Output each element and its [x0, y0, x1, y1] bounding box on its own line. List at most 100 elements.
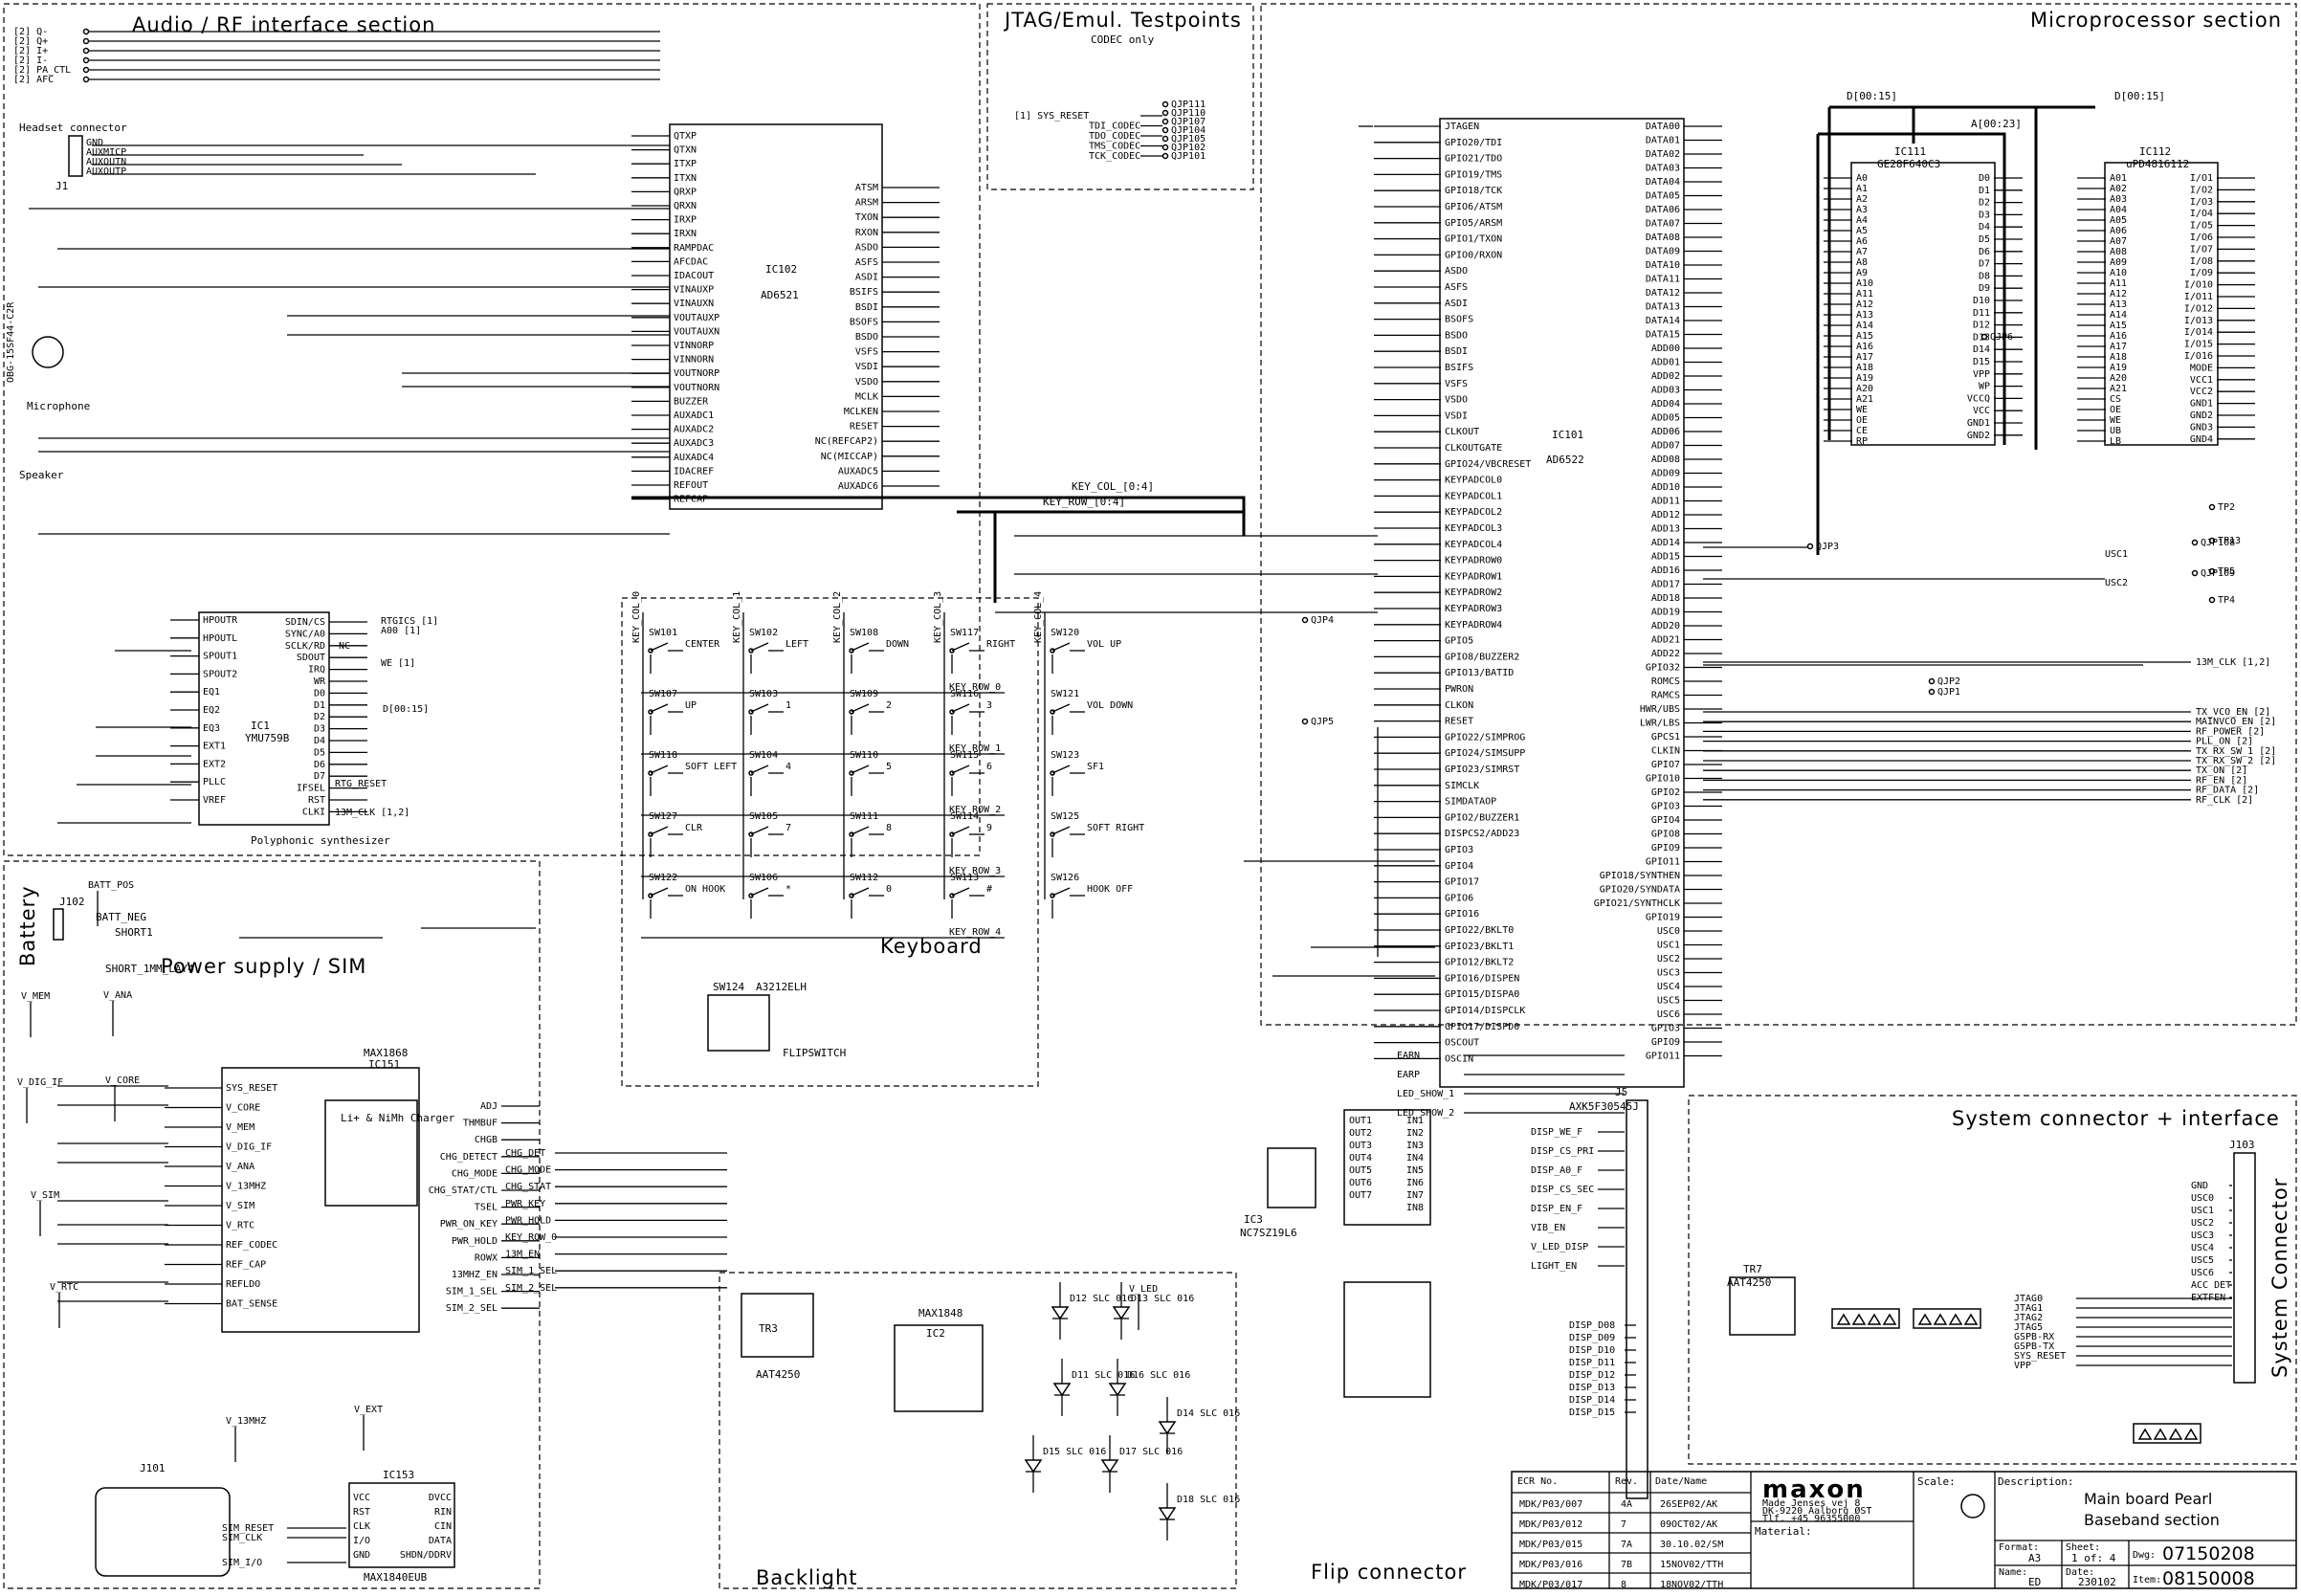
pin-label: ROWX — [475, 1252, 498, 1263]
flip-pin: IN8 — [1406, 1203, 1424, 1213]
pin-label: ASFS — [1445, 282, 1468, 293]
pin-label: JTAGEN — [1445, 122, 1479, 132]
ic1-left-pins: HPOUTRHPOUTLSPOUT1SPOUT2EQ1EQ2EQ3EXT1EXT… — [170, 615, 238, 806]
key-ref: SW118 — [649, 750, 677, 761]
ic102-right-pins: ATSMARSMTXONRXONASDOASFSASDIBSIFSBSDIBSO… — [815, 183, 940, 492]
pin-label: A1 — [1856, 184, 1868, 194]
pin-label: I/O2 — [2190, 185, 2213, 195]
key-col-label: KEY_COL_3 — [933, 591, 943, 643]
flip-pin: OUT7 — [1349, 1190, 1372, 1201]
key-ref: SW127 — [649, 811, 677, 822]
tr3-ref: TR3 — [759, 1322, 778, 1335]
pin-label: I/O7 — [2190, 244, 2213, 255]
key-ref: SW105 — [749, 811, 778, 822]
pin-label: D8 — [1979, 271, 1990, 281]
ic102-ref: IC102 — [765, 263, 797, 276]
pin-label: DATA03 — [1646, 164, 1680, 174]
sim-net: SIM_CLK — [222, 1533, 262, 1543]
flip-pin: OUT5 — [1349, 1165, 1372, 1176]
key-row-bus — [957, 510, 1244, 603]
pin-label: AUXADC3 — [674, 438, 714, 449]
pin-label: A03 — [2110, 194, 2127, 205]
pin-label: BSDI — [855, 302, 878, 313]
pin-label: D9 — [1979, 283, 1990, 294]
key-ref: SW104 — [749, 750, 778, 761]
sysconn-net: USC5 — [2191, 1255, 2214, 1266]
pin-label: DATA13 — [1646, 302, 1680, 313]
key-row-label: KEY_ROW_1 — [949, 743, 1001, 754]
pin-label: OSCOUT — [1445, 1038, 1479, 1049]
pin-label: ADD16 — [1651, 565, 1680, 576]
headset-connector — [68, 135, 83, 177]
description-line-1: Main board Pearl — [2084, 1490, 2212, 1508]
tr7-part: AAT4250 — [1727, 1276, 1771, 1289]
pin-label: ADD09 — [1651, 469, 1680, 479]
key-ref: SW109 — [850, 689, 878, 699]
j5-part: AXK5F30545J — [1569, 1100, 1639, 1113]
pin-label: A21 — [1856, 394, 1873, 405]
ic153-pin: SHDN/DDRV — [400, 1550, 452, 1561]
pin-label: DATA00 — [1646, 122, 1680, 132]
power-net: PWR_HOLD — [505, 1215, 551, 1226]
led-ref: D18 SLC 016 — [1177, 1495, 1240, 1505]
pin-label: A14 — [2110, 310, 2127, 321]
pin-label: AFCDAC — [674, 256, 708, 267]
codec-only-note: CODEC only — [1091, 33, 1155, 46]
pin-label: USC4 — [1657, 982, 1680, 992]
audio-input-label: [2] PA_CTL — [13, 65, 71, 76]
power-wiring: V_ANAV_COREV_DIG_IFV_MEMV_RTCV_SIMV_13MH… — [17, 880, 1158, 1462]
backlight-section-border — [719, 1272, 1237, 1589]
pin-label: DATA09 — [1646, 247, 1680, 257]
keypad-row-labels: KEY_ROW_0KEY_ROW_1KEY_ROW_2KEY_ROW_3KEY_… — [631, 591, 1046, 939]
pin-label: SYS_RESET — [226, 1083, 277, 1094]
pin-label: VOUTAUXN — [674, 326, 719, 337]
flip-net: DISP_D15 — [1569, 1408, 1615, 1418]
sysconn-net: USC0 — [2191, 1193, 2214, 1204]
backlight-section-title: Backlight — [756, 1566, 858, 1589]
pin-label: A11 — [1856, 289, 1873, 299]
ic112-right-pins: I/O1I/O2I/O3I/O4I/O5I/O6I/O7I/O8I/O9I/O1… — [2184, 173, 2255, 445]
pin-label: A04 — [2110, 205, 2127, 215]
pin-label: GPIO16/DISPEN — [1445, 973, 1519, 984]
pin-label: VINAUXP — [674, 285, 714, 296]
key-ref: SW125 — [1051, 811, 1079, 822]
microphone-symbol — [32, 336, 64, 368]
pin-label: A2 — [1856, 194, 1868, 205]
keyboard-section-title: Keyboard — [880, 935, 983, 958]
flip-pin: IN2 — [1406, 1128, 1424, 1139]
pin-label: HPOUTL — [203, 633, 237, 644]
pin-label: GPIO16 — [1445, 909, 1479, 920]
pin-label: ADD06 — [1651, 427, 1680, 437]
pin-label: A13 — [2110, 299, 2127, 310]
flip-pin: OUT3 — [1349, 1141, 1372, 1151]
pin-label: CLKI — [302, 807, 325, 817]
rail-label: V_ANA — [103, 990, 132, 1001]
key-ref: SW110 — [850, 750, 878, 761]
key-col-label: KEY_COL_4 — [1033, 591, 1044, 643]
jtag-testpoint: QJP102 — [1171, 143, 1206, 153]
ecr-header: Date/Name — [1655, 1476, 1707, 1487]
section-borders — [3, 3, 2297, 1589]
pin-label: ADD07 — [1651, 441, 1680, 452]
pin-label: WE — [1856, 405, 1868, 415]
pin-label: SDOUT — [297, 653, 325, 663]
pin-label: I/O6 — [2190, 233, 2213, 243]
pin-label: PWR_HOLD — [452, 1236, 498, 1247]
ic3-part: NC7SZ19L6 — [1240, 1227, 1297, 1239]
pin-label: I/O1 — [2190, 173, 2213, 184]
pin-label: REF_CAP — [226, 1260, 266, 1271]
pin-label: 13MHZ_EN — [452, 1270, 498, 1280]
pin-label: USC5 — [1657, 996, 1680, 1007]
flip-net: EARP — [1397, 1070, 1420, 1080]
sim-net: SIM_I/O — [222, 1558, 262, 1568]
rail-label: V_CORE — [105, 1075, 140, 1086]
pin-label: ADD10 — [1651, 482, 1680, 493]
pin-label: RESET — [1445, 717, 1473, 727]
ecr-cell: 15NOV02/TTH — [1660, 1560, 1723, 1570]
sysconn-net: ACC DET — [2191, 1280, 2231, 1291]
pin-label: REFCAP — [674, 495, 708, 505]
